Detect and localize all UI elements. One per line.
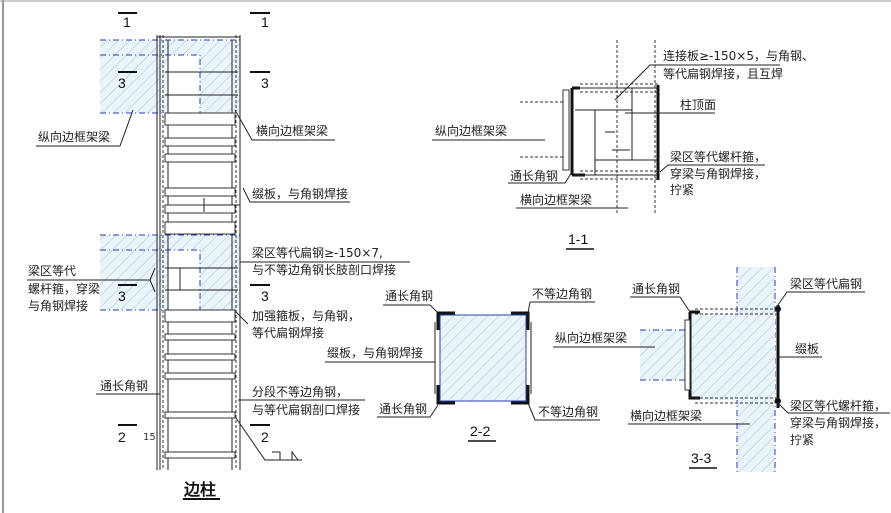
section-mark-2-right: 2 <box>261 429 269 445</box>
elevation-view: 1 1 3 3 3 3 2 2 15 纵向边框架梁 横向边框架梁 缀板，与角钢焊… <box>27 12 410 500</box>
label-segment-angle-2: 与等代扁钢剖口焊接 <box>252 402 360 417</box>
label-3-3-bolt-hoop-2: 穿梁与角钢焊接， <box>790 415 886 430</box>
label-flat-steel-2: 与不等边角钢长肢剖口焊接 <box>252 262 396 277</box>
section-2-2: 通长角钢 不等边角钢 缀板，与角钢焊接 通长角钢 不等边角钢 2-2 <box>325 287 600 442</box>
label-1-1-longitudinal-beam: 纵向边框架梁 <box>435 123 507 138</box>
batten-plates <box>164 112 236 459</box>
label-bolt-hoop-1: 梁区等代 <box>28 263 76 278</box>
section-mark-3-top-left: 3 <box>118 75 126 91</box>
label-3-3-full-angle: 通长角钢 <box>632 282 680 296</box>
elevation-title: 边柱 <box>183 480 216 499</box>
dimension-15: 15 <box>143 432 156 443</box>
label-2-2-full-angle-top: 通长角钢 <box>385 289 433 303</box>
label-bolt-hoop-2: 螺杆箍，穿梁 <box>28 281 100 296</box>
section-1-1-title: 1-1 <box>568 231 588 247</box>
label-stiffener-1: 加强箍板，与角钢， <box>252 308 360 323</box>
section-mark-3-mid-right: 3 <box>261 288 269 304</box>
section-mark-2-left: 2 <box>118 429 126 445</box>
label-3-3-longitudinal-beam: 纵向边框架梁 <box>555 330 627 345</box>
label-1-1-transverse-beam: 横向边框架梁 <box>520 192 592 207</box>
section-3-3: 通长角钢 梁区等代扁钢 纵向边框架梁 缀板 梁区等代螺杆箍， 穿梁与角钢焊接， … <box>553 267 890 472</box>
section-3-3-title: 3-3 <box>691 450 711 466</box>
label-2-2-unequal-angle-bottom: 不等边角钢 <box>538 405 598 419</box>
section-mark-3-mid-left: 3 <box>118 288 126 304</box>
label-3-3-flat-steel: 梁区等代扁钢 <box>790 276 862 291</box>
label-3-3-transverse-beam: 横向边框架梁 <box>630 408 702 423</box>
section-mark-1-right: 1 <box>261 14 269 30</box>
label-1-1-bolt-hoop-1: 梁区等代螺杆箍， <box>670 149 766 164</box>
label-1-1-full-angle: 通长角钢 <box>510 169 558 183</box>
label-full-angle: 通长角钢 <box>100 379 148 393</box>
label-3-3-bolt-hoop-3: 拧紧 <box>790 433 814 447</box>
label-flat-steel-1: 梁区等代扁钢≥-150×7, <box>252 245 383 260</box>
section-mark-3-top-right: 3 <box>261 75 269 91</box>
label-2-2-unequal-angle-top: 不等边角钢 <box>532 287 592 301</box>
label-2-2-batten-plate: 缀板，与角钢焊接 <box>327 345 423 360</box>
label-batten-plate: 缀板，与角钢焊接 <box>252 186 348 201</box>
label-connect-plate-1: 连接板≥-150×5，与角钢、 <box>663 48 814 63</box>
label-1-1-bolt-hoop-2: 穿梁与角钢焊接， <box>670 166 766 181</box>
label-2-2-full-angle-bottom: 通长角钢 <box>379 402 427 416</box>
label-transverse-beam: 横向边框架梁 <box>256 123 328 138</box>
label-column-top: 柱顶面 <box>680 97 716 112</box>
section-2-2-title: 2-2 <box>470 423 490 439</box>
section-marks: 1 1 3 3 3 3 2 2 <box>118 12 270 445</box>
label-stiffener-2: 等代扁钢焊接 <box>252 325 324 340</box>
label-segment-angle-1: 分段不等边角钢， <box>252 384 348 399</box>
section-mark-1-left: 1 <box>123 14 131 30</box>
label-3-3-bolt-hoop-1: 梁区等代螺杆箍， <box>790 398 886 413</box>
label-longitudinal-beam: 纵向边框架梁 <box>38 129 110 144</box>
label-bolt-hoop-3: 与角钢焊接 <box>28 298 88 313</box>
label-connect-plate-2: 等代扁钢焊接，且互焊 <box>663 66 783 81</box>
section-1-1: 连接板≥-150×5，与角钢、 等代扁钢焊接，且互焊 柱顶面 纵向边框架梁 梁区… <box>432 40 814 250</box>
label-1-1-bolt-hoop-3: 拧紧 <box>670 183 694 197</box>
label-3-3-batten: 缀板 <box>795 342 819 356</box>
